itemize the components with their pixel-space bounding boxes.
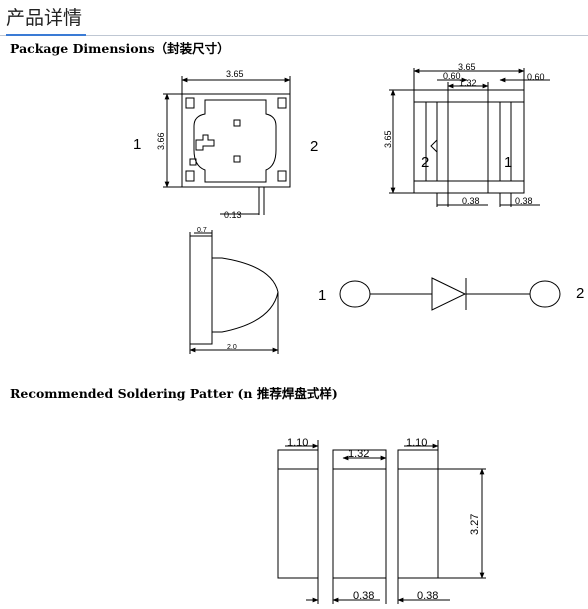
symbol-pin-left: 1 — [318, 287, 326, 304]
side-width-label: 3.65 — [458, 62, 476, 72]
solder-height-label: 3.27 — [469, 514, 481, 535]
side-left-pad-label: 0.60 — [443, 71, 461, 81]
pad-bottom — [233, 155, 241, 163]
front-body-outline — [181, 93, 291, 188]
diode-triangle — [431, 277, 467, 311]
pad-left — [189, 158, 197, 166]
side-pin-left: 2 — [421, 154, 429, 171]
profile-top-label: 0.7 — [197, 227, 207, 234]
front-pin-right: 2 — [310, 138, 318, 155]
side-height-label: 3.65 — [383, 130, 393, 148]
lead-tl — [185, 97, 195, 109]
side-notch — [430, 139, 438, 153]
side-center-label: 1.32 — [459, 78, 477, 88]
solder-bottom-left-label: 0.38 — [353, 590, 374, 602]
symbol-terminal-left — [339, 280, 371, 308]
solder-pad-center — [332, 449, 387, 579]
front-height-label: 3.66 — [156, 132, 166, 150]
symbol-pin-right: 2 — [576, 285, 584, 302]
side-bottom-left-label: 0.38 — [462, 196, 480, 206]
lead-tr — [277, 97, 287, 109]
page-title: 产品详情 — [6, 7, 83, 29]
diode-symbol — [339, 277, 561, 311]
solder-right-width-label: 1.10 — [406, 437, 427, 449]
profile-base — [189, 235, 213, 345]
cathode-mark — [195, 134, 215, 151]
side-bottom-right-label: 0.38 — [515, 196, 533, 206]
profile-length-label: 2.0 — [227, 344, 237, 351]
side-right-pad-label: 0.60 — [527, 72, 545, 82]
side-leads — [425, 102, 512, 181]
title-underline — [6, 34, 86, 36]
solder-center-width-label: 1.32 — [348, 448, 369, 460]
front-view — [163, 76, 291, 215]
side-view — [389, 68, 550, 207]
front-pin-left: 1 — [133, 136, 141, 153]
side-body-outline — [413, 89, 525, 194]
side-pin-right: 1 — [504, 154, 512, 171]
lead-br — [277, 170, 287, 182]
soldering-pattern — [277, 440, 486, 604]
lead-bl — [185, 170, 195, 182]
front-gap-label: 0.13 — [224, 210, 242, 220]
profile-lens — [212, 257, 279, 333]
solder-pad-right — [397, 449, 439, 579]
pad-top — [233, 119, 241, 127]
front-cavity — [193, 99, 277, 183]
solder-bottom-right-label: 0.38 — [417, 590, 438, 602]
package-dimensions-title: Package Dimensions（封装尺寸） — [10, 41, 230, 56]
soldering-pattern-title: Recommended Soldering Patter (n 推荐焊盘式样) — [10, 386, 338, 401]
solder-left-width-label: 1.10 — [287, 437, 308, 449]
solder-pad-left — [277, 449, 319, 579]
profile-view — [189, 230, 279, 354]
symbol-terminal-right — [529, 280, 561, 308]
front-width-label: 3.65 — [226, 69, 244, 79]
page-header: 产品详情 — [0, 0, 588, 36]
